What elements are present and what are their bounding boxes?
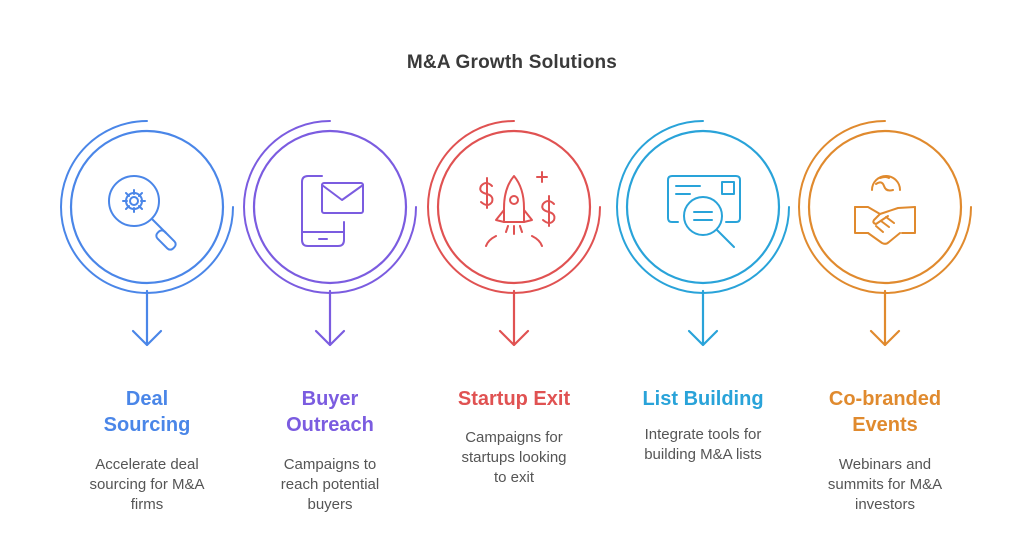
step-description-co-branded-events: Webinars and summits for M&A investors — [795, 455, 975, 515]
step-arrow — [869, 289, 901, 347]
step-list-building — [616, 120, 790, 347]
phone-mail-icon — [301, 175, 364, 247]
label-line: Startup Exit — [457, 388, 571, 410]
step-label-list-building: List Building — [608, 386, 798, 412]
description-line: reach potential — [280, 476, 380, 493]
diagram-title: M&A Growth Solutions — [406, 52, 618, 73]
step-arrow — [131, 289, 163, 347]
step-description-deal-sourcing: Accelerate deal sourcing for M&A firms — [57, 455, 237, 515]
list-search-icon — [667, 175, 741, 248]
label-line: Co-branded — [828, 388, 942, 410]
step-label-startup-exit: Startup Exit — [419, 386, 609, 412]
step-label-deal-sourcing: Deal Sourcing — [52, 386, 242, 438]
step-arrow — [498, 289, 530, 347]
step-arrow — [687, 289, 719, 347]
description-line: Campaigns for — [465, 429, 563, 446]
step-description-list-building: Integrate tools for building M&A lists — [613, 425, 793, 465]
step-arrow — [314, 289, 346, 347]
label-line: List Building — [642, 388, 764, 410]
description-line: sourcing for M&A — [89, 476, 205, 493]
step-circle-outer — [436, 129, 592, 285]
step-circle-outer — [252, 129, 408, 285]
rocket-dollar-icon — [479, 171, 556, 247]
label-line: Buyer — [301, 388, 359, 410]
label-line: Outreach — [286, 414, 374, 436]
description-line: Campaigns to — [283, 456, 377, 473]
description-line: building M&A lists — [644, 446, 762, 463]
gear-search-icon — [108, 175, 177, 251]
description-line: investors — [854, 496, 916, 513]
step-label-co-branded-events: Co-branded Events — [790, 386, 980, 438]
step-buyer-outreach — [243, 120, 417, 347]
description-line: Webinars and — [838, 456, 932, 473]
step-ring-arc — [616, 120, 790, 294]
step-startup-exit — [427, 120, 601, 347]
description-line: firms — [130, 496, 164, 513]
step-circle-outer — [625, 129, 781, 285]
step-deal-sourcing — [60, 120, 234, 347]
step-circle-outer — [807, 129, 963, 285]
step-co-branded-events — [798, 120, 972, 347]
step-description-startup-exit: Campaigns for startups looking to exit — [424, 428, 604, 488]
handshake-globe-icon — [854, 175, 916, 245]
step-circle-outer — [69, 129, 225, 285]
label-line: Deal — [125, 388, 169, 410]
step-ring-arc — [798, 120, 972, 294]
step-description-buyer-outreach: Campaigns to reach potential buyers — [240, 455, 420, 515]
label-line: Sourcing — [103, 414, 191, 436]
description-line: Accelerate deal — [95, 456, 199, 473]
description-line: to exit — [493, 469, 535, 486]
description-line: buyers — [307, 496, 353, 513]
step-label-buyer-outreach: Buyer Outreach — [235, 386, 425, 438]
description-line: Integrate tools for — [644, 426, 762, 443]
step-ring-arc — [243, 120, 417, 294]
description-line: summits for M&A — [827, 476, 943, 493]
description-line: startups looking — [461, 449, 567, 466]
step-ring-arc — [427, 120, 601, 294]
step-ring-arc — [60, 120, 234, 294]
label-line: Events — [852, 414, 918, 436]
